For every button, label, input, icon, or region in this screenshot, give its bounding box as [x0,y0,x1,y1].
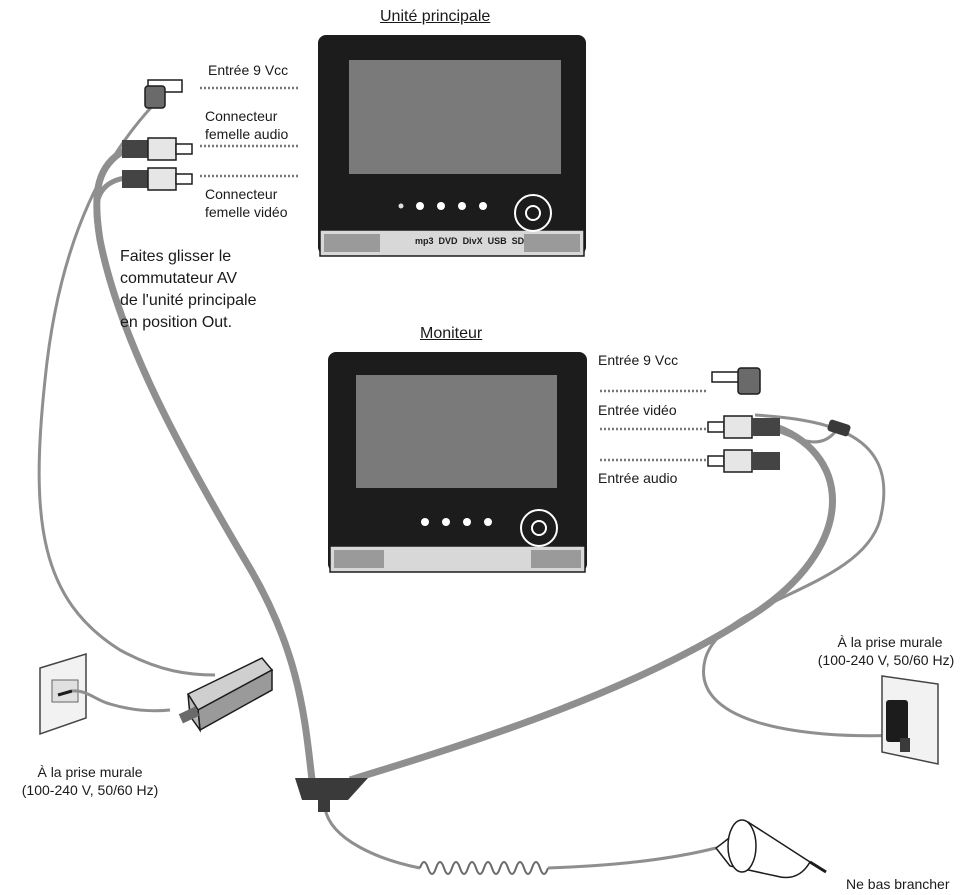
right-outlet-label-1: À la prise murale [837,634,943,650]
leader-lines [200,86,706,462]
main-video-label-2: femelle vidéo [205,204,288,220]
av-cable-monitor [348,421,836,784]
ac-adapter [178,657,274,733]
monitor-audio-rca [707,449,780,473]
main-audio-rca [122,137,193,161]
left-outlet-label-1: À la prise murale [37,764,143,780]
coil-cable-end [547,846,717,870]
logo-sd: SD [511,236,525,246]
monitor-audio-in-label: Entrée audio [598,470,678,486]
instruction-line-1: Faites glisser le [120,248,232,265]
logo-divx: DivX [462,236,483,246]
power-cable-monitor [702,413,906,738]
monitor-av-link [774,428,837,444]
left-outlet-label-2: (100-240 V, 50/60 Hz) [21,782,159,798]
monitor-title: Moniteur [420,325,483,342]
right-outlet-label-2: (100-240 V, 50/60 Hz) [817,652,955,668]
main-video-rca [122,167,193,191]
monitor-dc-plug [711,367,761,395]
monitor-video-rca [707,415,780,439]
monitor-dc-in-label: Entrée 9 Vcc [598,352,679,368]
main-dc-in-label: Entrée 9 Vcc [208,62,289,78]
main-audio-label-1: Connecteur [205,108,278,124]
main-dc-plug [144,79,183,109]
monitor-video-in-label: Entrée vidéo [598,402,677,418]
logo-dvd: DVD [438,236,458,246]
coil-spring [419,861,549,875]
coil-cable [323,807,421,870]
logo-usb: USB [487,236,507,246]
main-video-label-1: Connecteur [205,186,278,202]
left-wall-outlet [39,652,171,736]
instruction-line-2: commutateur AV [120,270,238,287]
car-adapter-label: Ne bas brancher [846,876,950,892]
right-wall-outlet [881,675,939,765]
main-unit-device [318,35,586,257]
logo-mp3: mp3 [415,236,434,246]
main-unit-logos: mp3 DVD DivX USB SD [415,236,524,247]
car-adapter [714,819,827,879]
instruction-line-3: de l'unité principale [120,292,257,309]
instruction-line-4: en position Out. [120,314,233,331]
y-splitter [295,778,368,812]
main-unit-title: Unité principale [380,8,491,25]
main-audio-label-2: femelle audio [205,126,289,142]
av-cable-branch [93,175,126,241]
monitor-device [328,352,587,573]
ferrite-core [827,419,851,437]
